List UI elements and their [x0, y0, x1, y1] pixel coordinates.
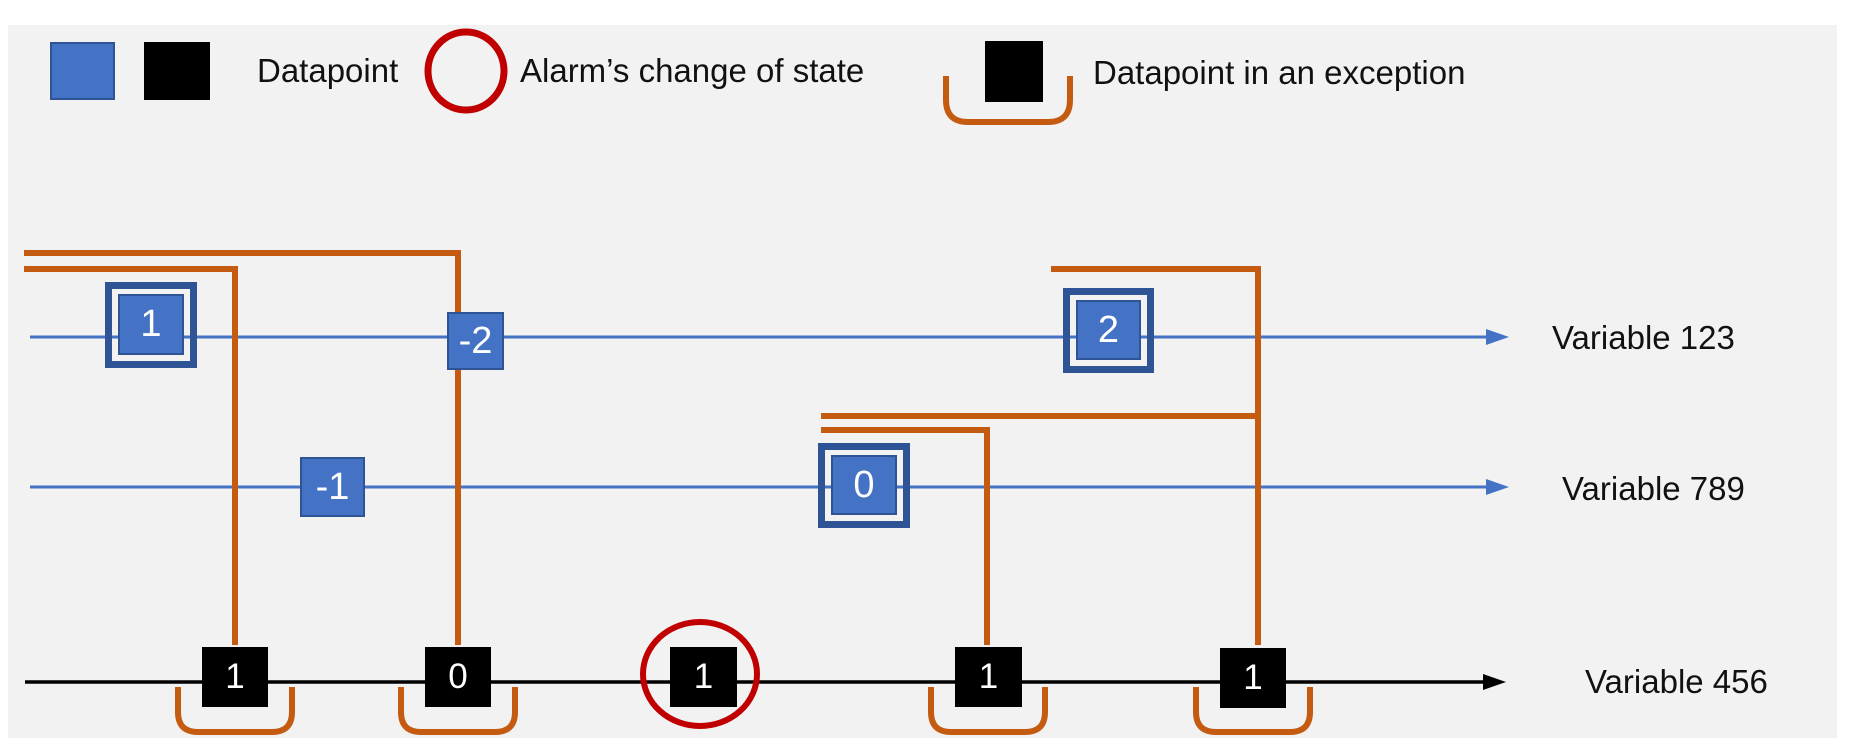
legend-alarm-circle-icon: [424, 28, 508, 114]
exception-link-var123-dp3-to-456-dp5: [1051, 266, 1261, 645]
datapoint-var456-dp4-box: 1: [955, 647, 1022, 707]
slide-background: [8, 25, 1837, 738]
timeline-label-variable-456: Variable 456: [1585, 663, 1768, 700]
legend-exception-bracket-icon: [943, 76, 1073, 125]
legend-datapoint-label: Datapoint: [257, 52, 399, 89]
exception-bracket-456-dp5-icon: [1193, 687, 1313, 735]
exception-link-var789-to-456-dp4: [821, 427, 990, 645]
datapoint-var123-2-value: 2: [1076, 300, 1141, 360]
exception-bracket-456-dp4-icon: [928, 687, 1048, 735]
exception-link-var123-to-456-dp2: [24, 250, 461, 645]
timeline-label-variable-789: Variable 789: [1562, 470, 1745, 507]
exception-bracket-456-dp1-icon: [175, 687, 295, 735]
datapoint-var123-1-double-box: 1: [105, 282, 197, 368]
datapoint-var123-1-value: 1: [118, 294, 184, 355]
datapoint-var456-dp2-box: 0: [425, 647, 491, 707]
datapoint-var789-neg1-box: -1: [300, 457, 365, 517]
arrowhead-variable-123-icon: [1486, 329, 1509, 345]
exception-link-var123-to-456-dp1: [24, 266, 238, 645]
arrowhead-variable-789-icon: [1486, 479, 1509, 495]
datapoint-var789-0-double-box: 0: [818, 443, 910, 528]
legend-datapoint-blue-swatch-icon: [50, 42, 115, 100]
datapoint-var456-dp3-box: 1: [670, 647, 737, 707]
exception-bracket-456-dp2-icon: [398, 687, 518, 735]
legend-exception-black-swatch-icon: [985, 41, 1043, 102]
timeline-label-variable-123: Variable 123: [1552, 319, 1735, 356]
legend-datapoint-black-swatch-icon: [144, 42, 210, 100]
datapoint-var456-dp1-box: 1: [202, 647, 268, 707]
legend-exception-label: Datapoint in an exception: [1093, 54, 1466, 91]
legend-alarm-label: Alarm’s change of state: [520, 52, 865, 89]
datapoint-var789-0-value: 0: [831, 455, 897, 515]
datapoint-var123-neg2-box: -2: [447, 312, 504, 370]
arrowhead-variable-456-icon: [1483, 674, 1506, 690]
datapoint-var456-dp5-box: 1: [1220, 648, 1286, 708]
datapoint-var123-2-double-box: 2: [1063, 288, 1154, 373]
alarm-change-ellipse-icon: [640, 619, 760, 729]
